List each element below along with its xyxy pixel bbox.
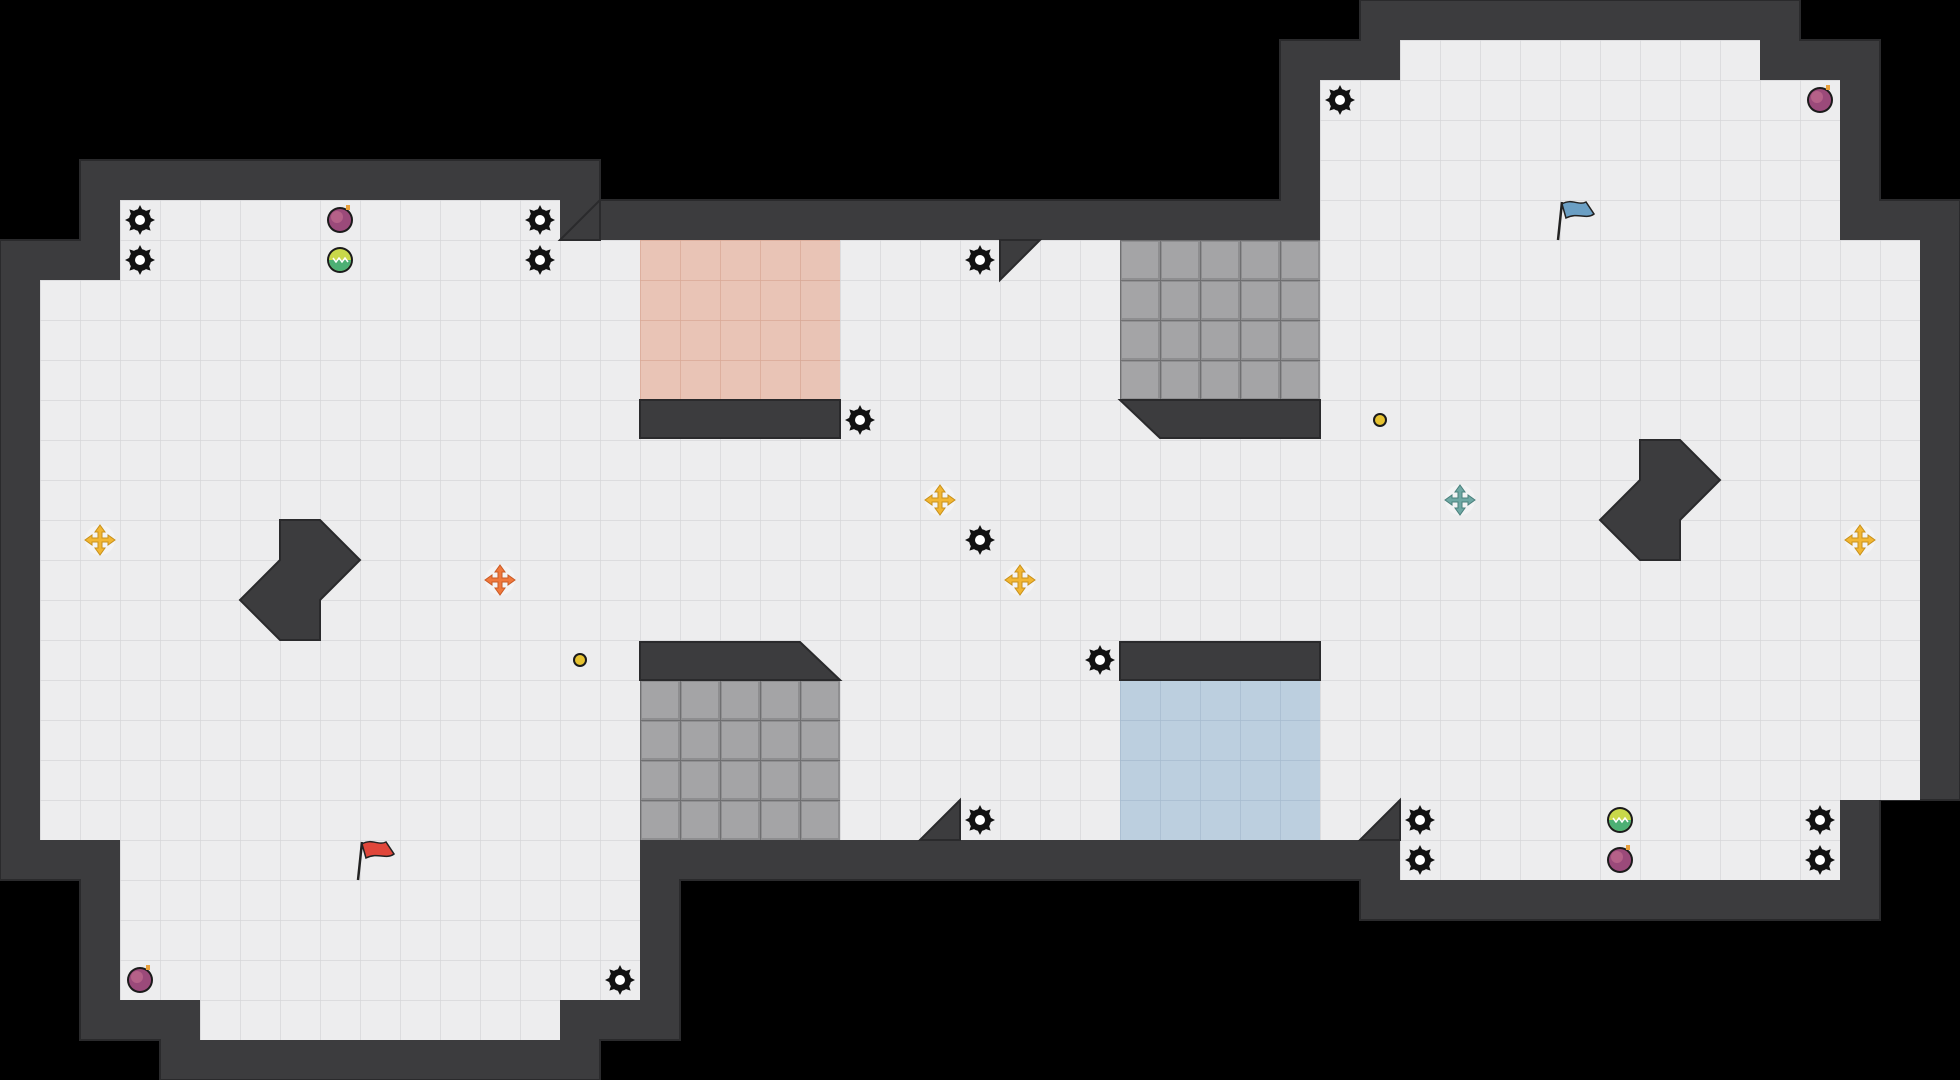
spike	[965, 245, 995, 275]
red-flag-icon	[356, 840, 396, 881]
boost-teal	[1444, 484, 1476, 516]
boost-yellow	[84, 524, 116, 556]
spike	[845, 405, 875, 435]
gate	[1606, 806, 1634, 834]
blue-team-zone	[1120, 680, 1320, 840]
spike	[1085, 645, 1115, 675]
boost-yellow	[1004, 564, 1036, 596]
spike	[1805, 845, 1835, 875]
spike	[125, 205, 155, 235]
grate-tiles-top	[1120, 240, 1320, 400]
spike	[965, 805, 995, 835]
boost-yellow	[1844, 524, 1876, 556]
grate-tiles-bottom	[640, 680, 840, 840]
spike	[525, 205, 555, 235]
spike	[965, 525, 995, 555]
button	[573, 653, 587, 667]
blue-flag-icon	[1556, 200, 1596, 241]
spike	[1405, 805, 1435, 835]
interior-walls	[238, 197, 1722, 841]
button	[1373, 413, 1387, 427]
spike	[605, 965, 635, 995]
red-team-zone	[640, 240, 840, 400]
spike	[1805, 805, 1835, 835]
spike	[1405, 845, 1435, 875]
boost-yellow	[924, 484, 956, 516]
spike	[1325, 85, 1355, 115]
boost-red	[484, 564, 516, 596]
gate	[326, 246, 354, 274]
spike	[525, 245, 555, 275]
spike	[125, 245, 155, 275]
